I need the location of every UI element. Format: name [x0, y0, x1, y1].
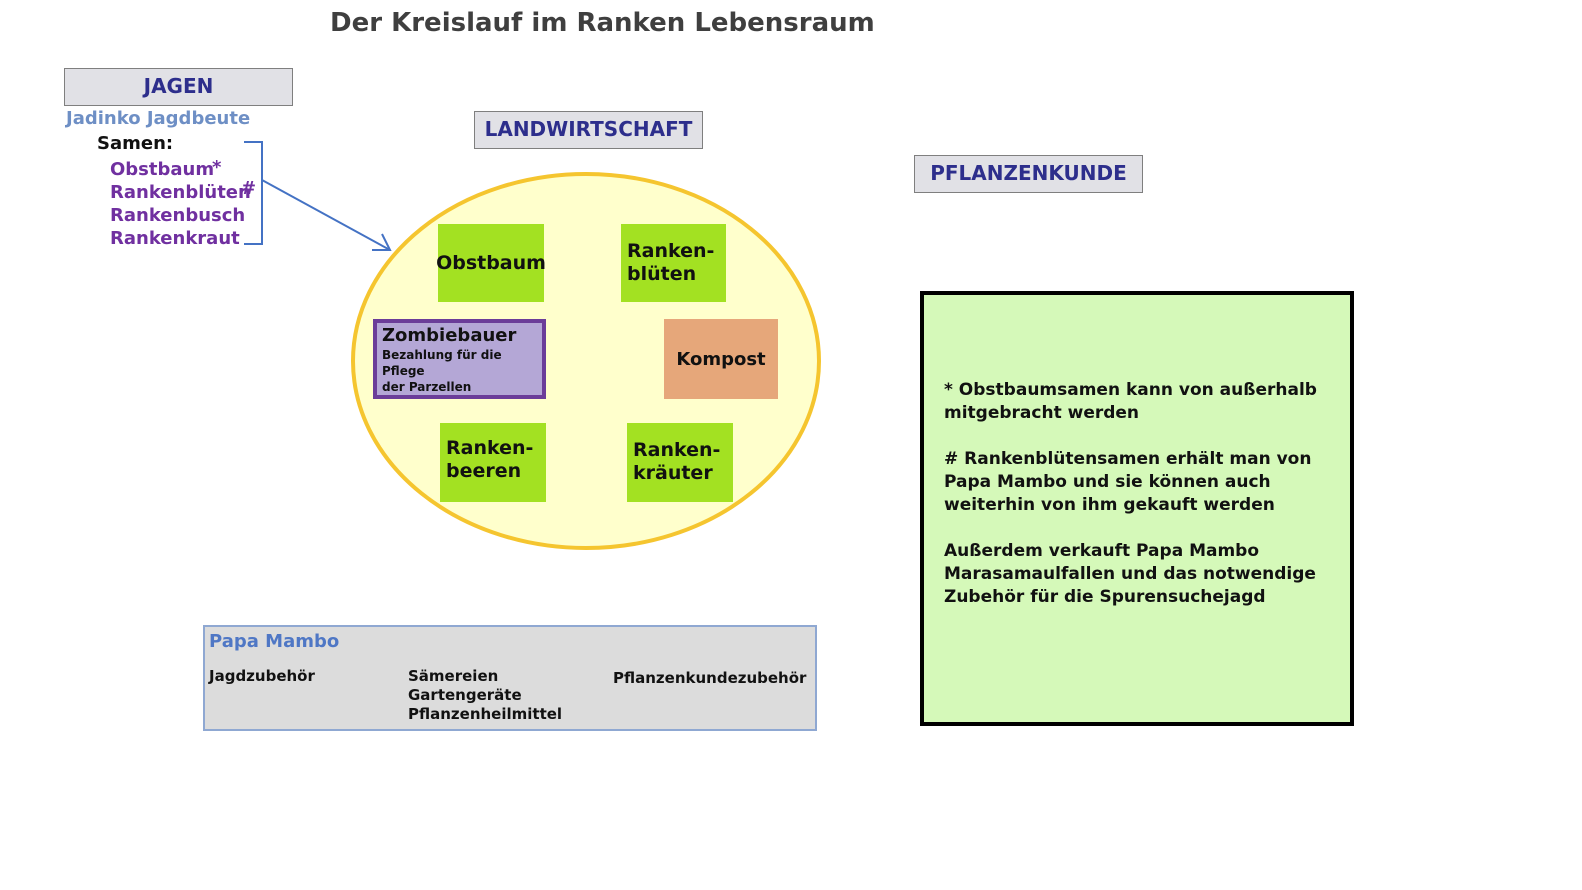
note-rankenblueten: # Rankenblütensamen erhält man von Papa … — [944, 448, 1330, 517]
papa-mambo-title: Papa Mambo — [209, 631, 340, 652]
note-line: Papa Mambo und sie können auch — [944, 472, 1271, 492]
note-line: weiterhin von ihm gekauft werden — [944, 495, 1275, 515]
papa-mambo-item: Pflanzenkundezubehör — [613, 669, 807, 687]
papa-mambo-item: Sämereien — [408, 667, 499, 685]
section-header-pflanzenkunde: PFLANZENKUNDE — [914, 155, 1143, 193]
note-line: Marasamaulfallen und das notwendige — [944, 564, 1316, 584]
zombiebauer-subtitle-line2: der Parzellen — [382, 380, 472, 394]
jadinko-jagdbeute-label: Jadinko Jagdbeute — [66, 108, 251, 129]
farm-box-rankenbeeren: Ranken- beeren — [440, 423, 546, 502]
zombiebauer-title: Zombiebauer — [382, 325, 517, 346]
note-line: # Rankenblütensamen erhält man von — [944, 449, 1312, 469]
papa-mambo-box: Papa Mambo Jagdzubehör Sämereien Garteng… — [203, 625, 817, 731]
notes-box: * Obstbaumsamen kann von außerhalb mitge… — [920, 291, 1354, 726]
seed-bracket — [244, 141, 263, 245]
farm-box-rankenkraeuter-line2: kräuter — [633, 462, 713, 484]
farm-box-rankenbeeren-line2: beeren — [446, 460, 522, 482]
note-line: mitgebracht werden — [944, 403, 1140, 423]
farm-box-rankenbeeren-line1: Ranken- — [446, 437, 534, 459]
farm-box-obstbaum-label: Obstbaum — [436, 251, 546, 274]
papa-mambo-item: Jagdzubehör — [209, 667, 315, 685]
note-papa-mambo: Außerdem verkauft Papa Mambo Marasamaulf… — [944, 540, 1330, 609]
farm-box-kompost: Kompost — [664, 319, 778, 399]
papa-mambo-item: Pflanzenheilmittel — [408, 705, 563, 723]
note-line: * Obstbaumsamen kann von außerhalb — [944, 380, 1317, 400]
farm-box-rankenblueten: Ranken- blüten — [621, 224, 726, 302]
farm-box-rankenkraeuter-line1: Ranken- — [633, 439, 721, 461]
diagram-title: Der Kreislauf im Ranken Lebensraum — [330, 8, 875, 38]
seed-mark-asterisk: * — [212, 157, 222, 178]
note-line: Zubehör für die Spurensuchejagd — [944, 587, 1266, 607]
note-line: Außerdem verkauft Papa Mambo — [944, 541, 1260, 561]
papa-mambo-col-jagd: Jagdzubehör — [209, 667, 315, 686]
papa-mambo-col-garten: Sämereien Gartengeräte Pflanzenheilmitte… — [408, 667, 562, 724]
samen-label: Samen: — [97, 133, 174, 154]
farm-box-rankenblueten-line2: blüten — [627, 263, 697, 285]
section-header-jagen: JAGEN — [64, 68, 293, 106]
farm-box-rankenblueten-line1: Ranken- — [627, 240, 715, 262]
farm-box-rankenkraeuter: Ranken- kräuter — [627, 423, 733, 502]
farm-box-zombiebauer: Zombiebauer Bezahlung für die Pflege der… — [373, 319, 546, 399]
note-obstbaum: * Obstbaumsamen kann von außerhalb mitge… — [944, 379, 1330, 425]
section-header-landwirtschaft: LANDWIRTSCHAFT — [474, 111, 703, 149]
seeds-arrow-head-icon — [372, 233, 392, 251]
farm-box-kompost-label: Kompost — [676, 348, 766, 370]
seed-item-obstbaum: Obstbaum — [110, 159, 215, 180]
seed-item-rankenkraut: Rankenkraut — [110, 228, 240, 249]
seed-mark-hash: # — [241, 178, 257, 199]
zombiebauer-subtitle-line1: Bezahlung für die Pflege — [382, 348, 502, 378]
papa-mambo-col-pflanzenkunde: Pflanzenkundezubehör — [613, 669, 806, 688]
seed-item-rankenbusch: Rankenbusch — [110, 205, 246, 226]
seed-item-rankenblueten: Rankenblüten — [110, 182, 251, 203]
papa-mambo-item: Gartengeräte — [408, 686, 522, 704]
farm-box-obstbaum: Obstbaum — [436, 224, 546, 302]
seeds-arrow-line — [261, 179, 391, 251]
